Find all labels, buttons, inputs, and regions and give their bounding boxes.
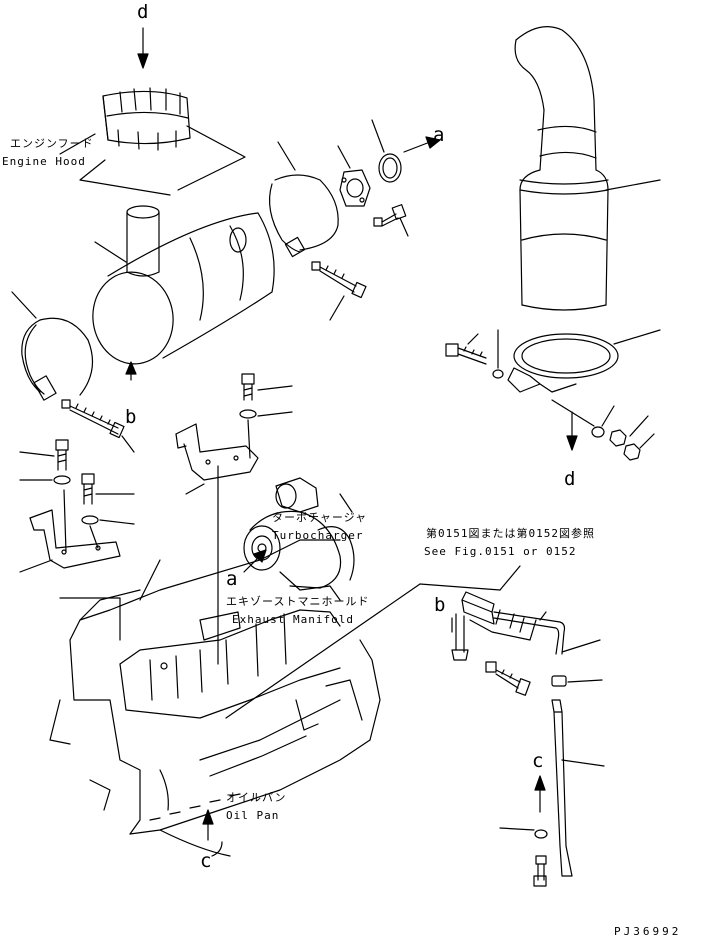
exhaust-manifold-label-jp: エキゾーストマニホールド: [226, 595, 370, 608]
engine-hood-opening: [59, 87, 246, 196]
turbocharger-label-en: Turbocharger: [272, 529, 364, 542]
flange: [337, 145, 371, 207]
right-clamp-bolt: [445, 333, 487, 365]
clip: [551, 675, 603, 687]
left-washer-1: [19, 475, 71, 485]
arrow-d-right: [566, 411, 578, 451]
pipe-assembly: [451, 565, 566, 661]
right-clamp: [507, 329, 661, 393]
arrow-b-muffler: [125, 361, 137, 381]
letter-b-right: b: [434, 594, 446, 616]
letter-d-right: d: [564, 468, 576, 490]
letter-c-right: c: [532, 750, 544, 772]
engine-hood-label-jp: エンジンフード: [10, 137, 94, 150]
center-bracket: [175, 419, 259, 665]
see-fig-label-jp: 第0151図または第0152図参照: [426, 527, 595, 540]
letter-d-top: d: [137, 1, 149, 23]
letter-c-bottom: c: [200, 850, 212, 872]
left-clamp-bolt: [61, 399, 135, 453]
gasket: [371, 119, 402, 183]
arrow-d-top: [137, 27, 149, 69]
exhaust-manifold-label-en: Exhaust Manifold: [232, 613, 354, 626]
dipstick-bolt: [533, 855, 547, 887]
left-clamp: [11, 291, 94, 401]
engine-block: [49, 539, 381, 835]
left-bolt-1: [19, 439, 69, 471]
center-bolt: [241, 373, 293, 401]
right-washer: [551, 399, 615, 438]
letter-b-left: b: [125, 406, 137, 428]
letter-a-upper: a: [433, 124, 445, 146]
letter-a-lower: a: [226, 568, 238, 590]
left-bolt-2: [81, 473, 135, 505]
oil-pan: [149, 793, 241, 857]
muffler: [92, 205, 275, 365]
dipstick-guide: [551, 639, 605, 877]
pipe-bolt: [485, 661, 531, 696]
left-washer-2: [81, 515, 135, 525]
middle-clamp-bolt: [311, 261, 367, 321]
exhaust-pipe: [514, 26, 661, 311]
left-bracket: [19, 489, 121, 573]
middle-clamp: [269, 141, 339, 258]
arrow-a-upper: [403, 136, 441, 153]
right-nuts: [609, 415, 655, 461]
right-washer-small: [492, 329, 504, 379]
arrow-c-bottom: [202, 809, 223, 857]
part-code: PJ36992: [614, 925, 682, 938]
see-fig-label-en: See Fig.0151 or 0152: [424, 545, 577, 558]
see-fig-leader: [225, 583, 501, 719]
turbocharger: [243, 477, 355, 601]
oil-pan-label-en: Oil Pan: [226, 809, 280, 822]
flange-bolt: [373, 204, 409, 237]
arrow-c-right: [534, 775, 546, 813]
oil-pan-label-jp: オイルパン: [226, 791, 287, 804]
turbocharger-label-jp: ターボチャージャ: [272, 511, 368, 524]
engine-hood-label-en: Engine Hood: [2, 155, 86, 168]
arrow-a-lower: [243, 549, 267, 573]
center-washer: [239, 409, 293, 419]
dipstick-washer: [499, 827, 548, 839]
